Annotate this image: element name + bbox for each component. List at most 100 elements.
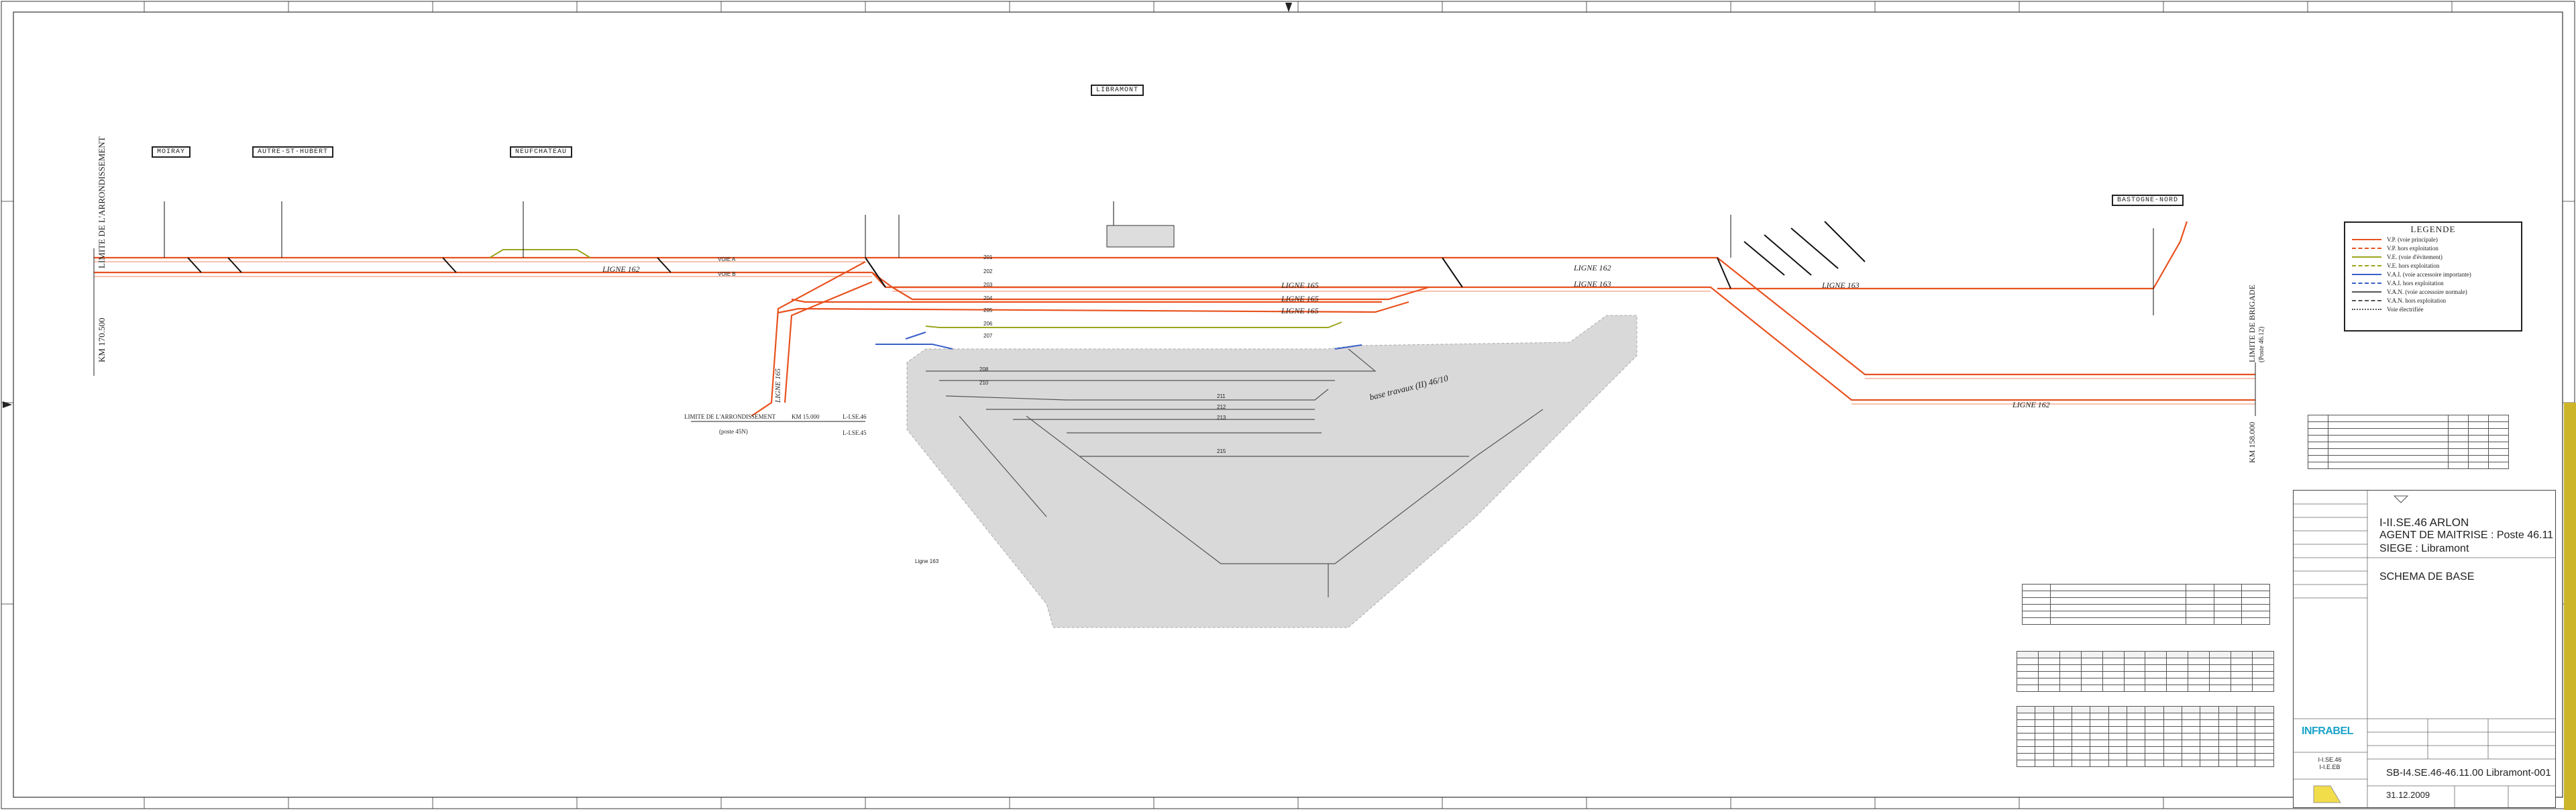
legend-swatch xyxy=(2352,264,2381,266)
legend-item: V.A.I. (voie accessoire importante) xyxy=(2352,270,2521,279)
boundary-right-km: KM 158.000 xyxy=(2247,421,2257,463)
track-number-205: 205 xyxy=(983,307,993,313)
legend-swatch xyxy=(2352,247,2381,249)
legend-swatch xyxy=(2352,238,2381,240)
legend-swatch xyxy=(2352,308,2381,310)
line-label-162-b: LIGNE 162 xyxy=(1574,263,1611,272)
revision-table-bottom-grid xyxy=(2022,584,2270,625)
ve-tracks xyxy=(489,249,1342,328)
legend-item: V.P. (voie principale) xyxy=(2352,235,2521,244)
lines-summary-table xyxy=(2017,651,2275,705)
legend-item: V.A.N. (voie accessoire normale) xyxy=(2352,287,2521,296)
centre-arrow-top xyxy=(1285,3,1292,12)
boundary-markers xyxy=(93,248,2256,422)
legend-text: V.A.I. (voie accessoire importante) xyxy=(2387,270,2471,278)
brand-emblem xyxy=(2313,785,2341,803)
boundary-right-post: (Poste 46.12) xyxy=(2258,326,2265,362)
title-siege: SIEGE : Libramont xyxy=(2379,543,2469,554)
line-label-162-c: LIGNE 162 xyxy=(2012,400,2050,409)
legend-item: Voie électrifiée xyxy=(2352,305,2521,313)
title-schema: SCHEMA DE BASE xyxy=(2379,571,2475,583)
track-number-213: 213 xyxy=(1217,415,1226,421)
legend-title: LEGENDE xyxy=(2410,224,2456,234)
track-number-207: 207 xyxy=(983,333,993,339)
legend-item: V.E. hors exploitation xyxy=(2352,261,2521,270)
main-tracks-shadow xyxy=(94,261,2255,405)
station-box-neufchateau: NEUFCHATEAU xyxy=(510,146,573,158)
vai-tracks xyxy=(875,332,1362,350)
legend-item: V.A.N. hors exploitation xyxy=(2352,296,2521,305)
line-label-162-a: LIGNE 162 xyxy=(602,264,640,274)
drawing-code: SB-I4.SE.46-46.11.00 Libramont-001 xyxy=(2386,767,2551,778)
legend-item: V.A.I. hors exploitation xyxy=(2352,279,2521,287)
tracks-summary-grid xyxy=(2016,706,2274,767)
track-number-203: 203 xyxy=(983,282,993,288)
station-box-bastogne-nord: BASTOGNE-NORD xyxy=(2112,195,2184,206)
side-bar xyxy=(2564,403,2576,810)
track-number-211: 211 xyxy=(1217,393,1226,399)
station-box-libramont: LIBRAMONT xyxy=(1091,85,1144,96)
track-203 xyxy=(892,286,1430,301)
track-line-165-a xyxy=(751,261,866,417)
lines-summary-grid xyxy=(2017,651,2275,692)
legend-text: V.P. hors exploitation xyxy=(2387,244,2438,252)
voie-a-label: VOIE A xyxy=(718,256,736,262)
line-label-165-d: LIGNE 165 xyxy=(774,368,782,403)
boundary-right-label: LIMITE DE BRIGADE xyxy=(2247,285,2257,362)
legend-swatch xyxy=(2352,299,2381,301)
track-number-215: 215 xyxy=(1217,448,1226,454)
line-label-165-a: LIGNE 165 xyxy=(1281,281,1319,290)
ligne-163-ref: Ligne 163 xyxy=(915,558,939,564)
boundary-left-km: KM 170.500 xyxy=(97,317,107,362)
track-number-204: 204 xyxy=(983,295,993,301)
boundary-left2-ref2: L-I.SE.45 xyxy=(843,429,867,436)
building-box xyxy=(1106,225,1175,248)
station-box-moiray: MOIRAY xyxy=(152,146,191,158)
track-205 xyxy=(777,301,1409,314)
title-block-logo xyxy=(2393,495,2409,503)
yard-tracks xyxy=(926,348,1544,597)
legend-swatch xyxy=(2352,256,2381,258)
line-label-163-a: LIGNE 163 xyxy=(1574,279,1611,289)
legend-swatch xyxy=(2352,282,2381,284)
track-204 xyxy=(791,298,1382,303)
legend-text: V.A.N. hors exploitation xyxy=(2387,297,2447,304)
revision-table-top xyxy=(2308,415,2509,482)
legend-text: V.E. (voie d'évitement) xyxy=(2387,253,2443,260)
yard-area xyxy=(906,315,1638,628)
revision-table-top-grid xyxy=(2308,415,2509,469)
revision-table-bottom xyxy=(2022,584,2270,638)
signal-posts xyxy=(164,201,2154,315)
track-line-165-b xyxy=(784,281,873,403)
boundary-left2-label: LIMITE DE L'ARRONDISSEMENT xyxy=(684,413,776,420)
legend-text: V.A.I. hors exploitation xyxy=(2387,279,2444,287)
boundary-left-label: LIMITE DE L'ARRONDISSEMENT xyxy=(97,136,107,268)
legend-text: V.A.N. (voie accessoire normale) xyxy=(2387,288,2467,295)
tracks-summary-table xyxy=(2016,706,2274,781)
switches xyxy=(187,221,1866,289)
legend-swatch xyxy=(2352,291,2381,293)
boundary-left2-km: KM 15.000 xyxy=(792,413,820,420)
legend-box: LEGENDE V.P. (voie principale)V.P. hors … xyxy=(2344,221,2522,332)
drawing-date: 31.12.2009 xyxy=(2386,790,2430,800)
boundary-left2-ref: L-I.SE.46 xyxy=(843,413,867,420)
legend-item: V.P. hors exploitation xyxy=(2352,244,2521,252)
line-label-165-b: LIGNE 165 xyxy=(1281,294,1319,303)
legend-item: V.E. (voie d'évitement) xyxy=(2352,252,2521,261)
infrabel-logo: INFRABEL xyxy=(2302,725,2353,737)
legend-text: Voie électrifiée xyxy=(2387,305,2424,313)
title-agent: AGENT DE MAITRISE : Poste 46.11 xyxy=(2379,529,2554,541)
station-box-autre-st-hubert: AUTRE-ST-HUBERT xyxy=(252,146,334,158)
legend-swatch xyxy=(2352,273,2381,275)
legend-rows: V.P. (voie principale)V.P. hors exploita… xyxy=(2345,235,2521,313)
title-block-grid xyxy=(2294,491,2555,807)
boundary-left2-post: (poste 45N) xyxy=(719,428,748,435)
track-202 xyxy=(871,272,1429,289)
title-block: I-II.SE.46 ARLON AGENT DE MAITRISE : Pos… xyxy=(2293,490,2556,808)
register-code: I-I.SE.46 I-I.E.EB xyxy=(2318,756,2342,770)
centre-arrow-left xyxy=(3,401,12,408)
track-number-201: 201 xyxy=(983,254,993,260)
track-number-208: 208 xyxy=(979,366,989,372)
